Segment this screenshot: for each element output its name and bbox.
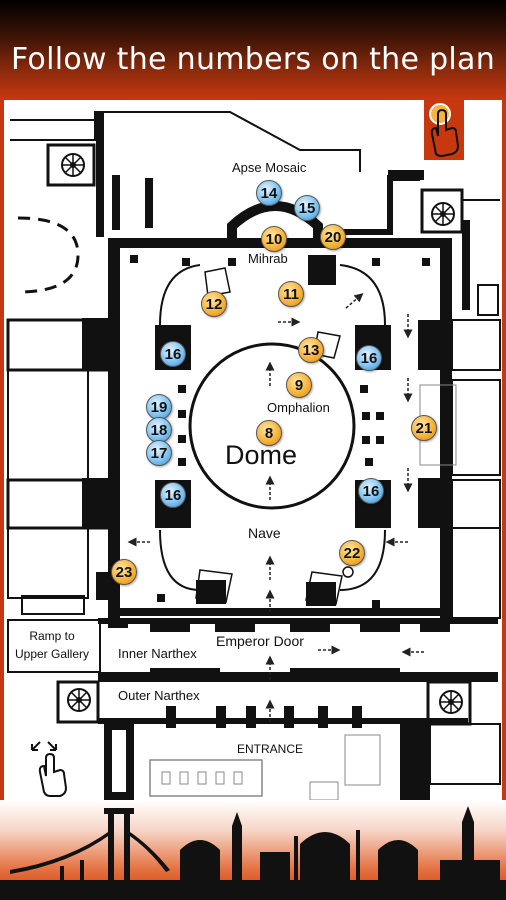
header-bar: Follow the numbers on the plan xyxy=(0,0,506,100)
spiral-stair-icon xyxy=(439,690,463,714)
marker-number: 17 xyxy=(150,444,168,462)
marker-16-se[interactable]: 16 xyxy=(358,478,384,504)
marker-number: 9 xyxy=(294,376,304,394)
marker-number: 15 xyxy=(298,199,316,217)
nave-label: Nave xyxy=(248,525,281,541)
spiral-stair-icon xyxy=(431,202,455,226)
marker-17[interactable]: 17 xyxy=(146,440,172,466)
dome-label: Dome xyxy=(225,440,298,470)
apse-mosaic-label: Apse Mosaic xyxy=(232,160,307,175)
mihrab-label: Mihrab xyxy=(248,251,288,266)
omphalion-label: Omphalion xyxy=(267,400,330,415)
marker-19[interactable]: 19 xyxy=(146,394,172,420)
marker-number: 11 xyxy=(283,285,299,303)
marker-22[interactable]: 22 xyxy=(339,540,365,566)
marker-11[interactable]: 11 xyxy=(278,281,304,307)
istanbul-skyline-image xyxy=(0,806,506,900)
spiral-stair-icon xyxy=(67,688,91,712)
marker-15[interactable]: 15 xyxy=(294,195,320,221)
marker-number: 10 xyxy=(265,230,283,248)
marker-number: 14 xyxy=(260,184,278,202)
marker-number: 23 xyxy=(115,563,133,581)
marker-number: 16 xyxy=(164,486,182,504)
marker-number: 22 xyxy=(343,544,361,562)
marker-number: 21 xyxy=(415,419,433,437)
gesture-hint-button[interactable] xyxy=(424,98,464,160)
marker-number: 16 xyxy=(360,349,378,367)
marker-16-nw[interactable]: 16 xyxy=(160,341,186,367)
emperor-door-label: Emperor Door xyxy=(216,633,304,649)
marker-12[interactable]: 12 xyxy=(201,291,227,317)
footer-skyline xyxy=(0,800,506,900)
marker-23[interactable]: 23 xyxy=(111,559,137,585)
floor-plan-drawing xyxy=(6,111,501,800)
marker-16-sw[interactable]: 16 xyxy=(160,482,186,508)
page-title: Follow the numbers on the plan xyxy=(10,41,496,77)
marker-number: 19 xyxy=(150,398,168,416)
marker-number: 13 xyxy=(302,341,320,359)
hand-tap-icon xyxy=(429,103,460,158)
marker-number: 18 xyxy=(150,421,168,439)
marker-number: 16 xyxy=(362,482,380,500)
marker-16-ne[interactable]: 16 xyxy=(356,345,382,371)
floor-plan-map[interactable]: Apse Mosaic Mihrab Omphalion Dome Nave E… xyxy=(0,100,506,800)
marker-number: 12 xyxy=(205,295,223,313)
marker-13[interactable]: 13 xyxy=(298,337,324,363)
marker-9[interactable]: 9 xyxy=(286,372,312,398)
marker-number: 8 xyxy=(264,424,274,442)
marker-10[interactable]: 10 xyxy=(261,226,287,252)
marker-14[interactable]: 14 xyxy=(256,180,282,206)
ramp-label-line2: Upper Gallery xyxy=(14,647,90,661)
marker-number: 20 xyxy=(324,228,342,246)
ramp-label: Ramp to Upper Gallery xyxy=(6,627,98,673)
marker-21[interactable]: 21 xyxy=(411,415,437,441)
spiral-stair-icon xyxy=(61,153,85,177)
pinch-zoom-icon xyxy=(31,741,68,797)
ramp-label-line1: Ramp to xyxy=(29,629,75,643)
marker-20[interactable]: 20 xyxy=(320,224,346,250)
entrance-label: ENTRANCE xyxy=(237,742,304,756)
marker-number: 16 xyxy=(164,345,182,363)
inner-narthex-label: Inner Narthex xyxy=(118,646,197,661)
marker-8[interactable]: 8 xyxy=(256,420,282,446)
outer-narthex-label: Outer Narthex xyxy=(118,688,200,703)
